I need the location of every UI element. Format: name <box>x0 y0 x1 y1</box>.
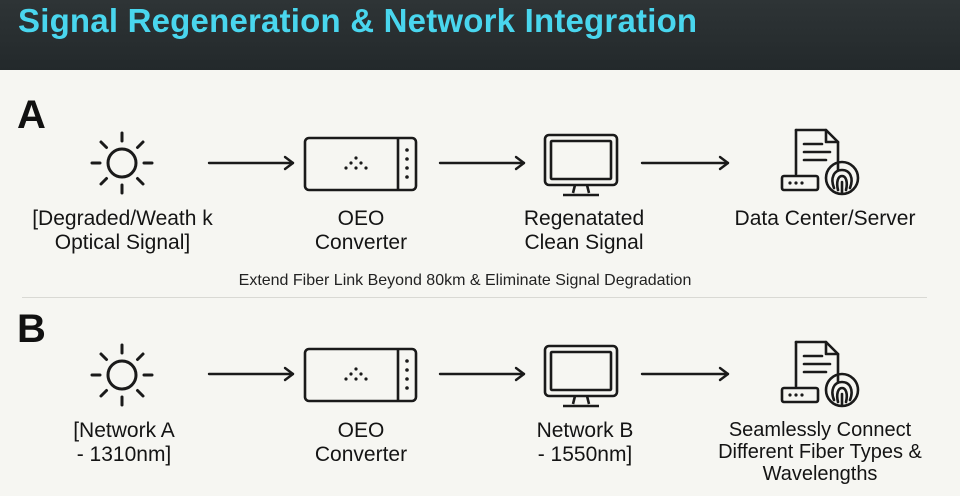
step-label-network-a: [Network A - 1310nm] <box>73 419 175 466</box>
section-a-letter: A <box>17 93 46 137</box>
step-label-degraded-signal: [Degraded/Weath k Optical Signal] <box>32 207 213 254</box>
sun-icon <box>87 128 157 198</box>
arrow-right-icon <box>640 155 732 176</box>
step-label-network-b: Network B - 1550nm] <box>536 419 634 466</box>
header-banner: Signal Regeneration & Network Integratio… <box>0 0 960 70</box>
server-fingerprint-icon <box>778 126 866 198</box>
section-divider <box>22 297 927 298</box>
monitor-icon <box>543 133 619 199</box>
arrow-right-icon <box>640 366 732 387</box>
step-label-seamless-connect: Seamlessly Connect Different Fiber Types… <box>718 419 922 485</box>
arrow-right-icon <box>207 366 297 387</box>
page-title: Signal Regeneration & Network Integratio… <box>18 2 698 39</box>
sun-icon <box>87 340 157 410</box>
arrow-right-icon <box>438 155 528 176</box>
server-fingerprint-icon <box>778 338 866 410</box>
oeo-converter-icon <box>303 347 418 403</box>
step-label-data-center: Data Center/Server <box>734 207 916 230</box>
oeo-converter-icon <box>303 136 418 192</box>
section-a-caption: Extend Fiber Link Beyond 80km & Eliminat… <box>238 272 692 289</box>
arrow-right-icon <box>438 366 528 387</box>
monitor-icon <box>543 344 619 410</box>
step-label-regenerated-signal: Regenatated Clean Signal <box>523 207 645 254</box>
step-label-oeo-converter: OEO Converter <box>314 419 408 466</box>
step-label-oeo-converter: OEO Converter <box>314 207 408 254</box>
arrow-right-icon <box>207 155 297 176</box>
section-b-letter: B <box>17 307 46 351</box>
